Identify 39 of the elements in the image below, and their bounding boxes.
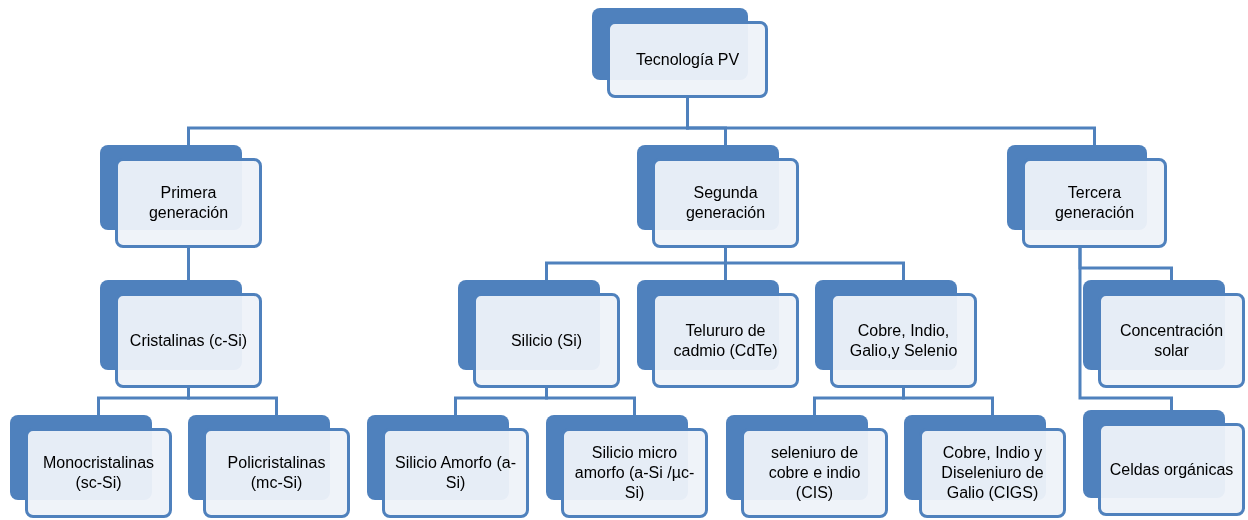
stacked-box: [100, 145, 262, 248]
stacked-box: [100, 280, 262, 388]
box-label: Primera generación: [147, 183, 230, 223]
connector-line: [1078, 248, 1173, 410]
stacked-box: [10, 415, 172, 518]
box-label: seleniuro de cobre e indio (CIS): [767, 443, 862, 503]
box-label: Silicio (Si): [510, 330, 583, 351]
box-label: Cobre, Indio, Galio,y Selenio: [848, 320, 959, 361]
connector-line: [187, 388, 278, 415]
box-label: Tercera generación: [1053, 183, 1136, 223]
box-label: Silicio Amorfo (a-Si): [394, 453, 517, 493]
box-label: Policristalinas (mc-Si): [226, 453, 327, 493]
box-label: Silicio micro amorfo (a-Si /µc-Si): [573, 443, 696, 503]
box-label: Cobre, Indio y Diseleniuro de Galio (CIGS): [940, 443, 1045, 503]
box-label: Celdas orgánicas: [1109, 459, 1234, 480]
stacked-box: [904, 415, 1066, 518]
connector-line: [686, 98, 1096, 145]
stacked-box: [367, 415, 529, 518]
stacked-box: [726, 415, 888, 518]
stacked-box: [815, 280, 977, 388]
stacked-box: [546, 415, 708, 518]
stacked-box: [188, 415, 350, 518]
stacked-box: [637, 280, 799, 388]
stacked-box: [1083, 410, 1245, 516]
connector-line: [902, 388, 994, 415]
box-label: Tecnología PV: [635, 49, 740, 70]
stacked-box: [458, 280, 620, 388]
stacked-box: [637, 145, 799, 248]
stacked-box: [1007, 145, 1167, 248]
box-label: Concentración solar: [1118, 320, 1225, 361]
connector-line: [187, 248, 190, 280]
stacked-box: [1083, 280, 1245, 388]
box-label: Segunda generación: [684, 183, 767, 223]
connector-line: [724, 248, 905, 280]
connector-line: [545, 388, 636, 415]
box-label: Cristalinas (c-Si): [129, 330, 248, 351]
box-label: Telururo de cadmio (CdTe): [672, 320, 779, 361]
stacked-box: [592, 8, 768, 98]
box-label: Monocristalinas (sc-Si): [41, 453, 156, 493]
